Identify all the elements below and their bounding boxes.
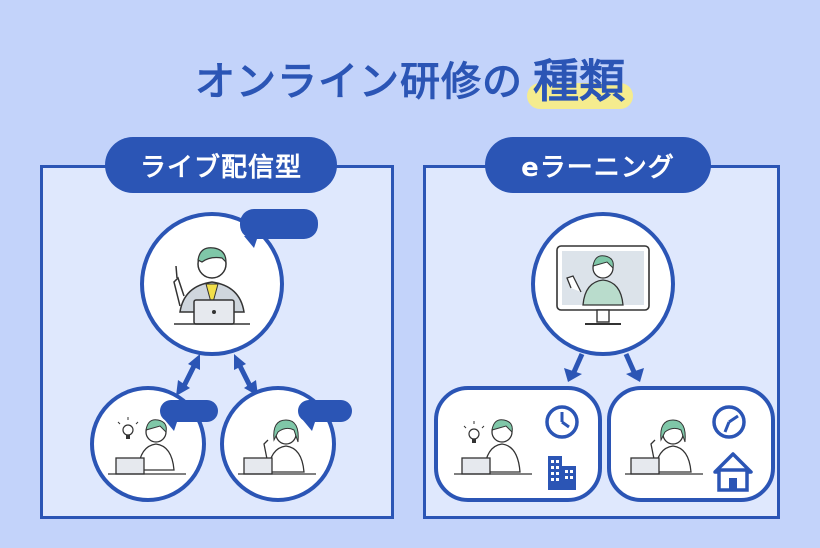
clock-icon — [545, 405, 579, 439]
lightbulb-icon — [117, 417, 139, 439]
elearning-label: eラーニング — [485, 137, 711, 193]
office-building-icon — [548, 456, 576, 490]
instructor-illustration — [173, 247, 250, 325]
bidirectional-arrow-icon — [176, 354, 258, 396]
lightbulb-icon — [463, 421, 485, 443]
monitor-illustration — [556, 245, 650, 325]
instructor-circle — [140, 212, 284, 356]
page-title: オンライン研修の 種類 — [0, 38, 820, 118]
office-learner-illustration — [454, 405, 579, 490]
clock-icon — [712, 405, 746, 439]
office-learner-box — [434, 386, 602, 502]
down-arrow-icon — [564, 352, 644, 382]
title-main: オンライン研修の — [195, 59, 523, 105]
participant-illustration — [238, 419, 316, 475]
speech-bubble-icon — [298, 400, 352, 431]
speech-bubble-icon — [160, 400, 218, 431]
title-accent-highlight: 種類 — [527, 45, 633, 111]
house-icon — [713, 452, 753, 492]
video-lecture-circle — [531, 212, 675, 356]
live-streaming-label: ライブ配信型 — [105, 137, 337, 193]
speech-bubble-icon — [240, 209, 318, 248]
home-learner-box — [607, 386, 775, 502]
participant-circle-2 — [220, 386, 336, 502]
home-learner-illustration — [625, 405, 753, 492]
participant-circle-1 — [90, 386, 206, 502]
